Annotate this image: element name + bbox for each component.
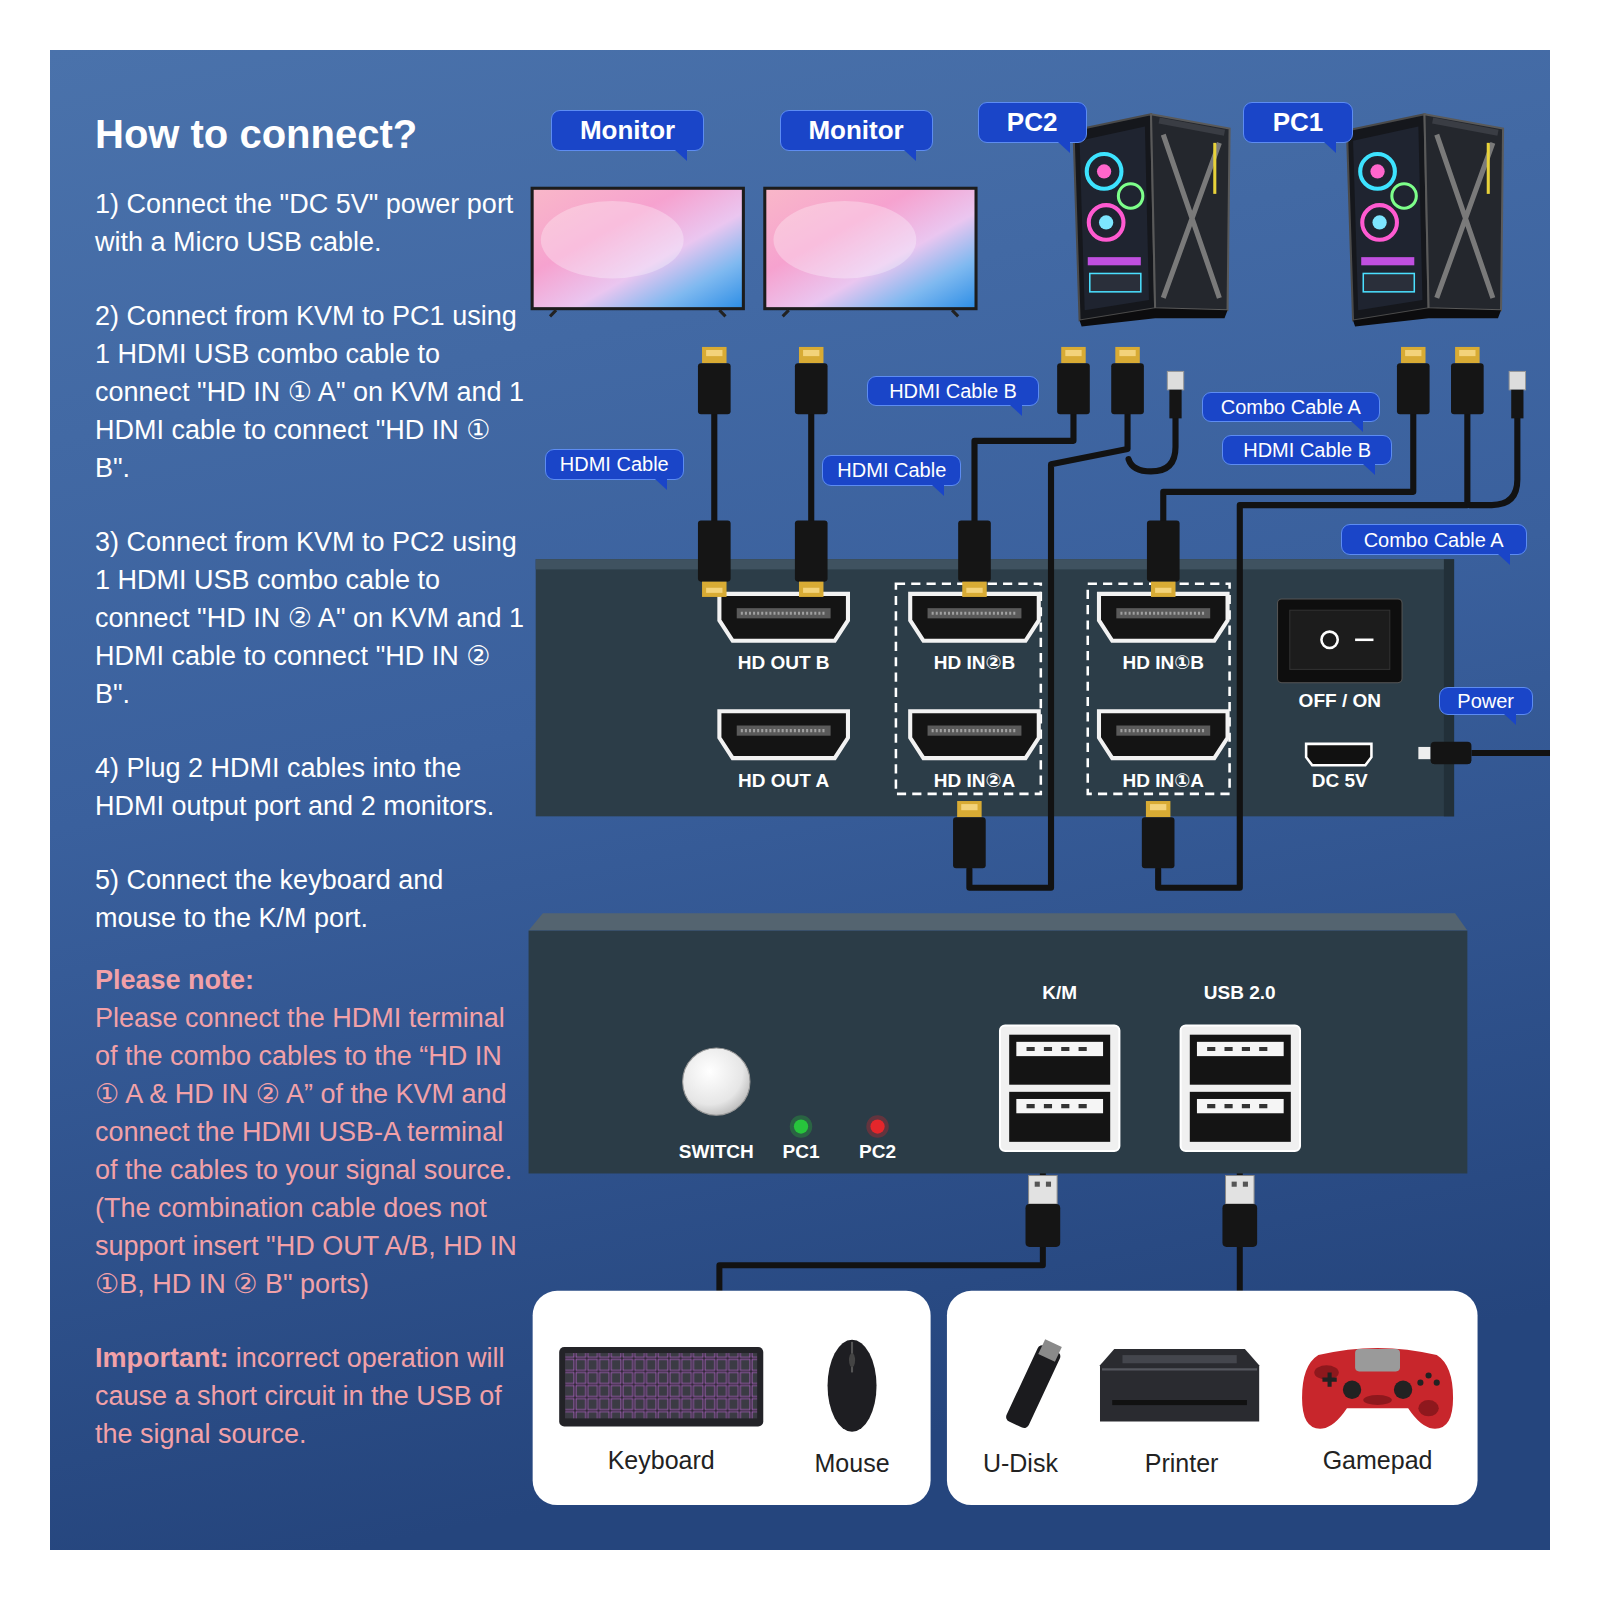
usb-port: K/M xyxy=(998,982,1121,1153)
monitor xyxy=(763,187,977,317)
instruction-text: Please note: xyxy=(95,965,254,995)
led-indicator: PC2 xyxy=(856,1116,899,1163)
port-label: DC 5V xyxy=(1312,770,1368,792)
device-callout: PC2 xyxy=(978,102,1087,143)
hdmi-port: HD IN②B xyxy=(908,588,1041,674)
instruction-text: 5) Connect the keyboard and mouse to the… xyxy=(95,865,443,933)
callout-text: PC1 xyxy=(1273,108,1324,137)
callout-text: Monitor xyxy=(808,116,903,145)
instruction-paragraph: Please connect the HDMI terminal of the … xyxy=(95,999,525,1303)
callout-text: Combo Cable A xyxy=(1221,396,1361,418)
device-group-box: Keyboard Mouse xyxy=(533,1291,931,1505)
callout-text: HDMI Cable xyxy=(837,459,946,481)
port-label: SWITCH xyxy=(679,1141,754,1163)
device-callout: Monitor xyxy=(780,110,933,151)
power-callout: Power xyxy=(1439,687,1533,716)
cable-callout: HDMI Cable xyxy=(545,449,684,480)
pc-tower xyxy=(1347,114,1503,326)
device-label: Gamepad xyxy=(1323,1445,1433,1475)
device-label: Keyboard xyxy=(608,1445,715,1475)
monitor xyxy=(531,187,745,317)
cable-callout: HDMI Cable B xyxy=(867,376,1038,407)
instruction-text: 1) Connect the "DC 5V" power port with a… xyxy=(95,189,513,257)
switch-button: SWITCH xyxy=(676,1046,757,1163)
device-callout: PC1 xyxy=(1243,102,1353,143)
instruction-paragraph: Important:incorrect operation will cause… xyxy=(95,1339,525,1453)
cable-callout: HDMI Cable xyxy=(822,455,961,486)
callout-text: Combo Cable A xyxy=(1364,529,1504,551)
cable-plugs xyxy=(698,347,1526,868)
keyboard-icon xyxy=(559,1347,763,1427)
instruction-paragraph: 5) Connect the keyboard and mouse to the… xyxy=(95,861,525,937)
hdmi-port: HD IN①B xyxy=(1097,588,1230,674)
instruction-paragraph: 4) Plug 2 HDMI cables into the HDMI outp… xyxy=(95,749,525,825)
callout-text: Monitor xyxy=(580,116,675,145)
instruction-text: 2) Connect from KVM to PC1 using 1 HDMI … xyxy=(95,301,524,483)
port-label: HD IN②A xyxy=(934,770,1016,792)
gamepad-icon xyxy=(1302,1348,1453,1429)
usb-port: USB 2.0 xyxy=(1177,982,1304,1153)
port-label: K/M xyxy=(1042,982,1077,1004)
instruction-paragraph: 3) Connect from KVM to PC2 using 1 HDMI … xyxy=(95,523,525,713)
hdmi-port: HD OUT B xyxy=(717,588,850,674)
cable-callout: HDMI Cable B xyxy=(1222,435,1391,466)
device-callout: Monitor xyxy=(551,110,704,151)
peripheral-boxes xyxy=(533,1291,1478,1505)
printer-icon xyxy=(1100,1349,1259,1421)
port-label: OFF / ON xyxy=(1299,690,1381,712)
callout-text: PC2 xyxy=(1007,108,1058,137)
hdmi-port: HD IN②A xyxy=(908,706,1041,792)
pc-tower xyxy=(1073,114,1229,326)
hdmi-cables xyxy=(714,413,1517,887)
device-label: Mouse xyxy=(814,1448,889,1478)
instruction-text: 3) Connect from KVM to PC2 using 1 HDMI … xyxy=(95,527,524,709)
u-disk-icon xyxy=(1004,1338,1064,1430)
instruction-paragraph: 2) Connect from KVM to PC1 using 1 HDMI … xyxy=(95,297,525,487)
hdmi-port: HD IN①A xyxy=(1097,706,1230,792)
instruction-text: Important: xyxy=(95,1343,228,1373)
port-label: HD IN②B xyxy=(934,652,1016,674)
instruction-paragraph: Please note: xyxy=(95,961,525,999)
power-switch: OFF / ON xyxy=(1276,597,1405,712)
port-label: HD OUT A xyxy=(738,770,829,792)
port-label: PC1 xyxy=(783,1141,820,1163)
usb-plugs xyxy=(1026,1176,1258,1247)
port-label: USB 2.0 xyxy=(1204,982,1276,1004)
back-panel xyxy=(536,559,1454,816)
blue-panel xyxy=(50,50,1550,1550)
front-panel xyxy=(529,913,1468,1173)
port-label: HD IN①B xyxy=(1122,652,1204,674)
port-label: HD IN①A xyxy=(1122,770,1204,792)
instructions: 1) Connect the "DC 5V" power port with a… xyxy=(95,185,525,1489)
callout-text: HDMI Cable xyxy=(560,453,669,475)
led-indicator: PC1 xyxy=(780,1116,823,1163)
device-label: Printer xyxy=(1145,1448,1219,1478)
cable-callout: Combo Cable A xyxy=(1341,524,1527,555)
port-label: PC2 xyxy=(859,1141,896,1163)
callout-text: Power xyxy=(1457,690,1514,712)
power-cable xyxy=(1418,742,1550,764)
cable-callout: Combo Cable A xyxy=(1202,392,1380,423)
port-label: HD OUT B xyxy=(738,652,830,674)
usb-cable xyxy=(719,1153,1042,1291)
callout-text: HDMI Cable B xyxy=(1243,439,1371,461)
mouse-icon xyxy=(828,1340,877,1432)
device-group-box: U-Disk Printer Gamepad xyxy=(947,1291,1478,1505)
page-title: How to connect? xyxy=(95,110,417,158)
instruction-text: 4) Plug 2 HDMI cables into the HDMI outp… xyxy=(95,753,494,821)
micro-usb-port: DC 5V xyxy=(1296,737,1384,792)
device-label: U-Disk xyxy=(983,1448,1058,1478)
callout-text: HDMI Cable B xyxy=(889,380,1017,402)
instruction-text: Please connect the HDMI terminal of the … xyxy=(95,1003,517,1299)
instruction-paragraph: 1) Connect the "DC 5V" power port with a… xyxy=(95,185,525,261)
hdmi-port: HD OUT A xyxy=(717,706,850,792)
